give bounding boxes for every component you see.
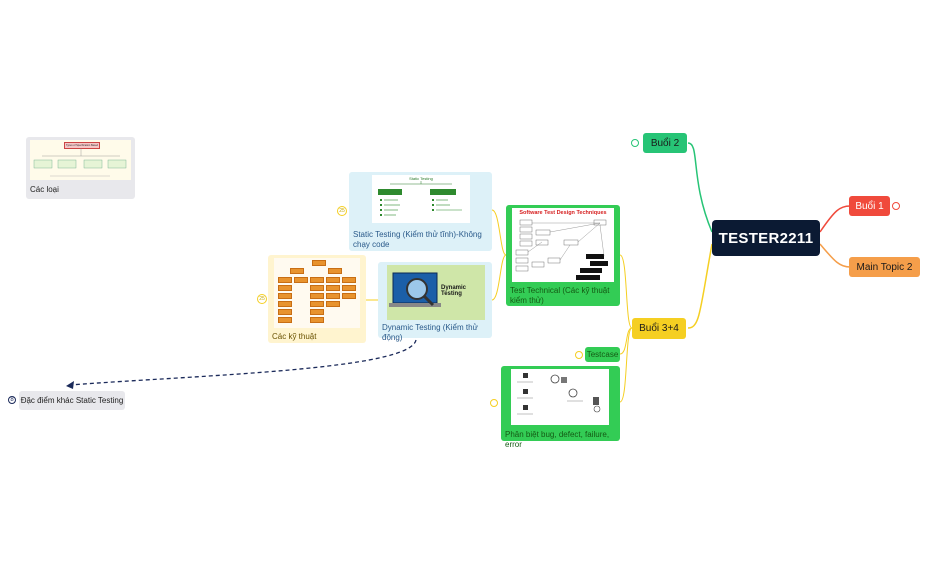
static-testing-label: Static Testing (Kiểm thử tĩnh)-Không chạ… [353, 230, 482, 249]
test-design-techniques-image: Software Test Design Techniques [512, 208, 614, 282]
static-tree-graphic [378, 181, 462, 216]
bug-defect-image [511, 369, 609, 425]
cac-ky-thuat-image [274, 258, 360, 328]
central-topic[interactable]: TESTER2211 [712, 220, 820, 256]
link-buoi2 [687, 142, 713, 233]
ky-thuat-collapse-count: 25 [259, 296, 265, 302]
cac-loai-image: Types of Specification Based Technique [30, 140, 131, 180]
bug-defect-label: Phân biệt bug, defect, failure, error [505, 430, 610, 449]
topic-buoi-2-label: Buổi 2 [650, 137, 680, 149]
cac-loai-label: Các loại [30, 185, 59, 194]
link-buoi34 [687, 243, 713, 329]
dynamic-testing-image: Dynamic Testing [387, 265, 485, 320]
topic-main-topic-2-label: Main Topic 2 [856, 261, 913, 273]
topic-buoi-3-4[interactable]: Buổi 3+4 [632, 318, 686, 339]
testcase-label: Testcase [586, 350, 619, 359]
expand-toggle-bug-defect[interactable] [490, 399, 498, 407]
expand-toggle-buoi-2[interactable] [631, 139, 639, 147]
central-topic-label: TESTER2211 [718, 229, 814, 247]
static-collapse-count: 25 [339, 208, 345, 214]
subtopic-dynamic-testing[interactable]: Dynamic Testing Dynamic Testing (Kiểm th… [378, 262, 492, 342]
test-design-image-title: Software Test Design Techniques [519, 210, 607, 216]
link-buoi1 [819, 205, 851, 233]
dac-diem-label: Đặc điểm khác Static Testing [20, 396, 124, 405]
topic-buoi-3-4-label: Buổi 3+4 [639, 323, 679, 334]
subtopic-cac-loai[interactable]: Types of Specification Based Technique C… [26, 137, 135, 199]
dac-diem-collapse-count: 8 [10, 397, 14, 403]
dynamic-testing-label: Dynamic Testing (Kiểm thử động) [382, 323, 478, 342]
subtopic-test-technical[interactable]: Software Test Design Techniques [506, 205, 620, 306]
subtopic-cac-ky-thuat[interactable]: Các kỹ thuật [268, 255, 366, 343]
topic-main-topic-2[interactable]: Main Topic 2 [849, 257, 920, 277]
test-design-tree-graphic [515, 219, 608, 280]
subtopic-testcase[interactable]: Testcase [585, 347, 620, 362]
spec-based-title: Types of Specification Based Technique [64, 142, 100, 149]
subtopic-static-testing[interactable]: Static Testing Static Testing (Kiểm thử … [349, 172, 492, 251]
bug-defect-graphic [517, 373, 601, 415]
static-image-title: Static Testing [409, 176, 433, 181]
topic-buoi-2[interactable]: Buổi 2 [643, 133, 687, 153]
expand-toggle-cac-ky-thuat[interactable]: 25 [257, 294, 267, 304]
expand-toggle-testcase[interactable] [575, 351, 583, 359]
expand-toggle-static-testing[interactable]: 25 [337, 206, 347, 216]
static-testing-image: Static Testing [372, 175, 470, 223]
subtopic-bug-defect-failure-error[interactable]: Phân biệt bug, defect, failure, error [501, 366, 620, 449]
cac-ky-thuat-label: Các kỹ thuật [272, 332, 317, 341]
topic-buoi-1-label: Buổi 1 [855, 200, 884, 212]
cac-loai-tree-graphic [33, 148, 127, 177]
subtopic-dac-diem-khac-static[interactable]: Đặc điểm khác Static Testing [19, 391, 125, 410]
dynamic-testing-graphic [389, 272, 441, 307]
topic-buoi-1[interactable]: Buổi 1 [849, 196, 890, 216]
dynamic-image-title: Dynamic Testing [441, 285, 467, 297]
link-main-topic-2 [819, 243, 851, 268]
expand-toggle-buoi-1[interactable] [892, 202, 900, 210]
expand-toggle-dac-diem[interactable]: 8 [8, 396, 16, 404]
test-technical-label: Test Technical (Các kỹ thuật kiểm thử) [510, 286, 610, 305]
